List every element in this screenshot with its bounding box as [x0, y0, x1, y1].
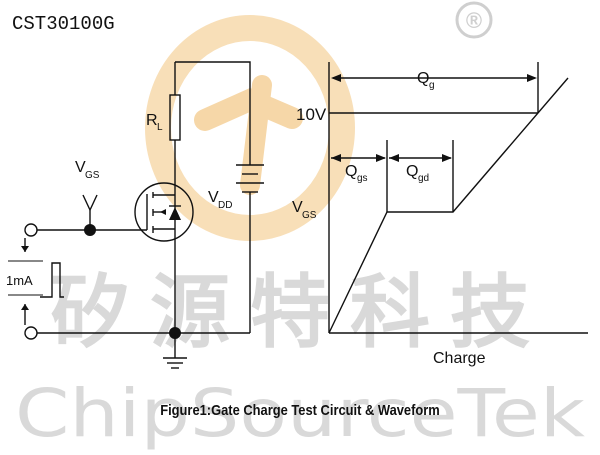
ground-symbol	[163, 333, 187, 369]
vgs-axis-label: V	[292, 199, 303, 216]
mosfet-symbol	[134, 172, 194, 333]
figure-caption: Figure1:Gate Charge Test Circuit & Wavef…	[160, 402, 440, 419]
qgs-subscript: gs	[357, 173, 368, 184]
watermark-english: ChipSourceTek	[15, 375, 586, 450]
vgs-probe-fork	[82, 194, 98, 212]
qg-subscript: g	[429, 80, 435, 91]
registered-mark-text: ®	[466, 8, 482, 33]
part-number: CST30100G	[12, 13, 115, 35]
vdd-subscript: DD	[218, 200, 232, 211]
vdd-top-wire	[175, 61, 251, 165]
qgd-label: Q	[406, 163, 418, 180]
registered-mark: ®	[455, 1, 493, 39]
vgs-axis-subscript: GS	[302, 210, 317, 221]
x-axis-label: Charge	[433, 350, 486, 367]
current-pulse	[8, 238, 64, 325]
qg-label: Q	[417, 70, 429, 87]
test-circuit	[8, 61, 264, 369]
vgs-circuit-label: V	[75, 159, 86, 176]
rl-label: R	[146, 112, 158, 129]
vdd-battery	[236, 164, 264, 333]
voltage-label: 10V	[296, 105, 327, 124]
rl-subscript: L	[157, 122, 163, 133]
qgs-label: Q	[345, 163, 357, 180]
vdd-label: V	[208, 189, 219, 206]
watermark-chinese: 矽源特科技	[50, 266, 550, 359]
vgs-circuit-subscript: GS	[85, 170, 100, 181]
source-terminal	[24, 326, 38, 340]
current-label: 1mA	[6, 273, 33, 288]
circuit-labels: R L V GS V DD 1mA	[6, 112, 232, 288]
vgs-trace	[328, 77, 569, 334]
gate-charge-waveform	[328, 62, 588, 334]
watermark: ® 矽源特科技 ChipSourceTek	[15, 1, 586, 452]
waveform-labels: 10V Q g Q gs Q gd V GS Charge	[292, 70, 486, 367]
gate-terminal	[24, 223, 38, 237]
qgd-subscript: gd	[418, 173, 429, 184]
